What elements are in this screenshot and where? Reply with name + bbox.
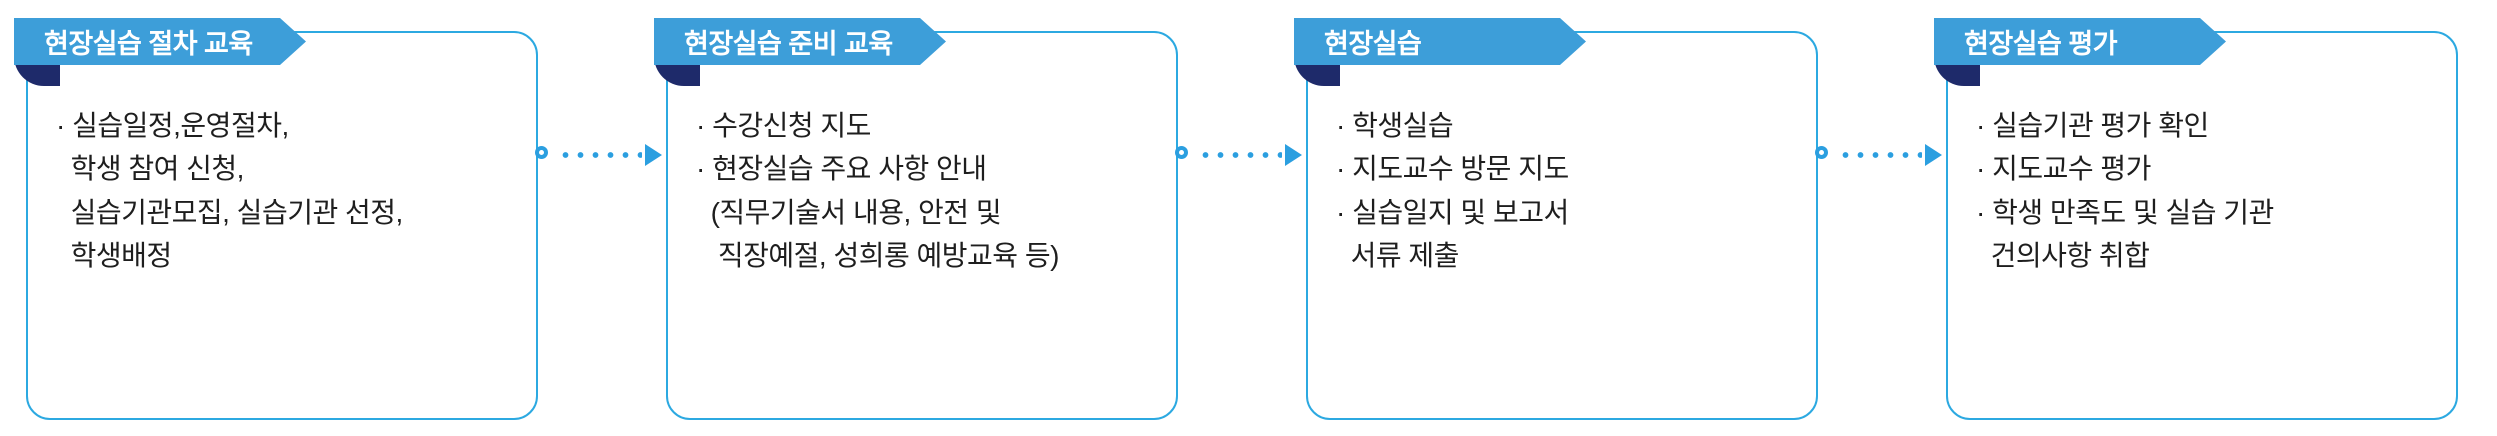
- step-title: 현장실습 준비 교육: [684, 29, 893, 59]
- connector-start-circle: [535, 146, 548, 159]
- card-outline: [26, 31, 538, 420]
- connector-arrow: [1175, 18, 1306, 420]
- ribbon-header: 현장실습 평가: [1934, 18, 2226, 65]
- connector-arrowhead-icon: [645, 144, 662, 166]
- connector-arrow: [535, 18, 666, 420]
- step-description: · 실습일정,운영절차, 학생 참여 신청, 실습기관모집, 실습기관 선정, …: [56, 104, 524, 278]
- step-description: · 실습기관 평가 확인 · 지도교수 평가 · 학생 만족도 및 실습 기관 …: [1976, 104, 2444, 278]
- connector-arrowhead-icon: [1925, 144, 1942, 166]
- connector-dotted-line: [558, 151, 642, 159]
- description-line: · 학생 만족도 및 실습 기관: [1976, 196, 2274, 228]
- description-line: · 학생실습: [1336, 110, 1454, 141]
- step-title: 현장실습: [1324, 29, 1422, 59]
- description-line: 건의사항 취합: [1976, 240, 2150, 272]
- description-line: 학생 참여 신청,: [56, 153, 245, 185]
- connector-start-circle: [1815, 146, 1828, 159]
- description-line: · 실습일정,운영절차,: [56, 110, 289, 141]
- step-title: 현장실습 평가: [1964, 29, 2118, 59]
- step-card-field-practice: 현장실습 · 학생실습 · 지도교수 방문 지도 · 실습일지 및 보고서 서류…: [1294, 18, 1818, 420]
- card-outline: [666, 31, 1178, 420]
- card-outline: [1306, 31, 1818, 420]
- ribbon-header: 현장실습 절차 교육: [14, 18, 306, 65]
- description-line: · 지도교수 방문 지도: [1336, 153, 1569, 185]
- connector-dotted-line: [1198, 151, 1282, 159]
- ribbon-header: 현장실습 준비 교육: [654, 18, 946, 65]
- step-card-preparation-education: 현장실습 준비 교육 · 수강신청 지도 · 현장실습 주요 사항 안내 (직무…: [654, 18, 1178, 420]
- description-line: · 실습기관 평가 확인: [1976, 110, 2209, 141]
- description-line: · 수강신청 지도: [696, 110, 871, 141]
- description-line: 학생배정: [56, 240, 173, 272]
- step-title: 현장실습 절차 교육: [44, 29, 253, 59]
- description-line: 실습기관모집, 실습기관 선정,: [56, 196, 404, 228]
- description-line: 직장예절, 성희롱 예방교육 등): [696, 240, 1060, 272]
- connector-dotted-line: [1838, 151, 1922, 159]
- description-line: · 실습일지 및 보고서: [1336, 196, 1569, 228]
- step-description: · 학생실습 · 지도교수 방문 지도 · 실습일지 및 보고서 서류 제출: [1336, 104, 1804, 278]
- connector-arrowhead-icon: [1285, 144, 1302, 166]
- card-outline: [1946, 31, 2458, 420]
- description-line: (직무기술서 내용, 안전 및: [696, 196, 1002, 228]
- process-flow-diagram: 현장실습 절차 교육 · 실습일정,운영절차, 학생 참여 신청, 실습기관모집…: [14, 0, 2458, 420]
- step-card-procedure-education: 현장실습 절차 교육 · 실습일정,운영절차, 학생 참여 신청, 실습기관모집…: [14, 18, 538, 420]
- step-card-evaluation: 현장실습 평가 · 실습기관 평가 확인 · 지도교수 평가 · 학생 만족도 …: [1934, 18, 2458, 420]
- connector-start-circle: [1175, 146, 1188, 159]
- step-description: · 수강신청 지도 · 현장실습 주요 사항 안내 (직무기술서 내용, 안전 …: [696, 104, 1164, 278]
- connector-arrow: [1815, 18, 1946, 420]
- description-line: · 지도교수 평가: [1976, 153, 2151, 185]
- description-line: · 현장실습 주요 사항 안내: [696, 153, 987, 185]
- ribbon-header: 현장실습: [1294, 18, 1586, 65]
- description-line: 서류 제출: [1336, 240, 1460, 272]
